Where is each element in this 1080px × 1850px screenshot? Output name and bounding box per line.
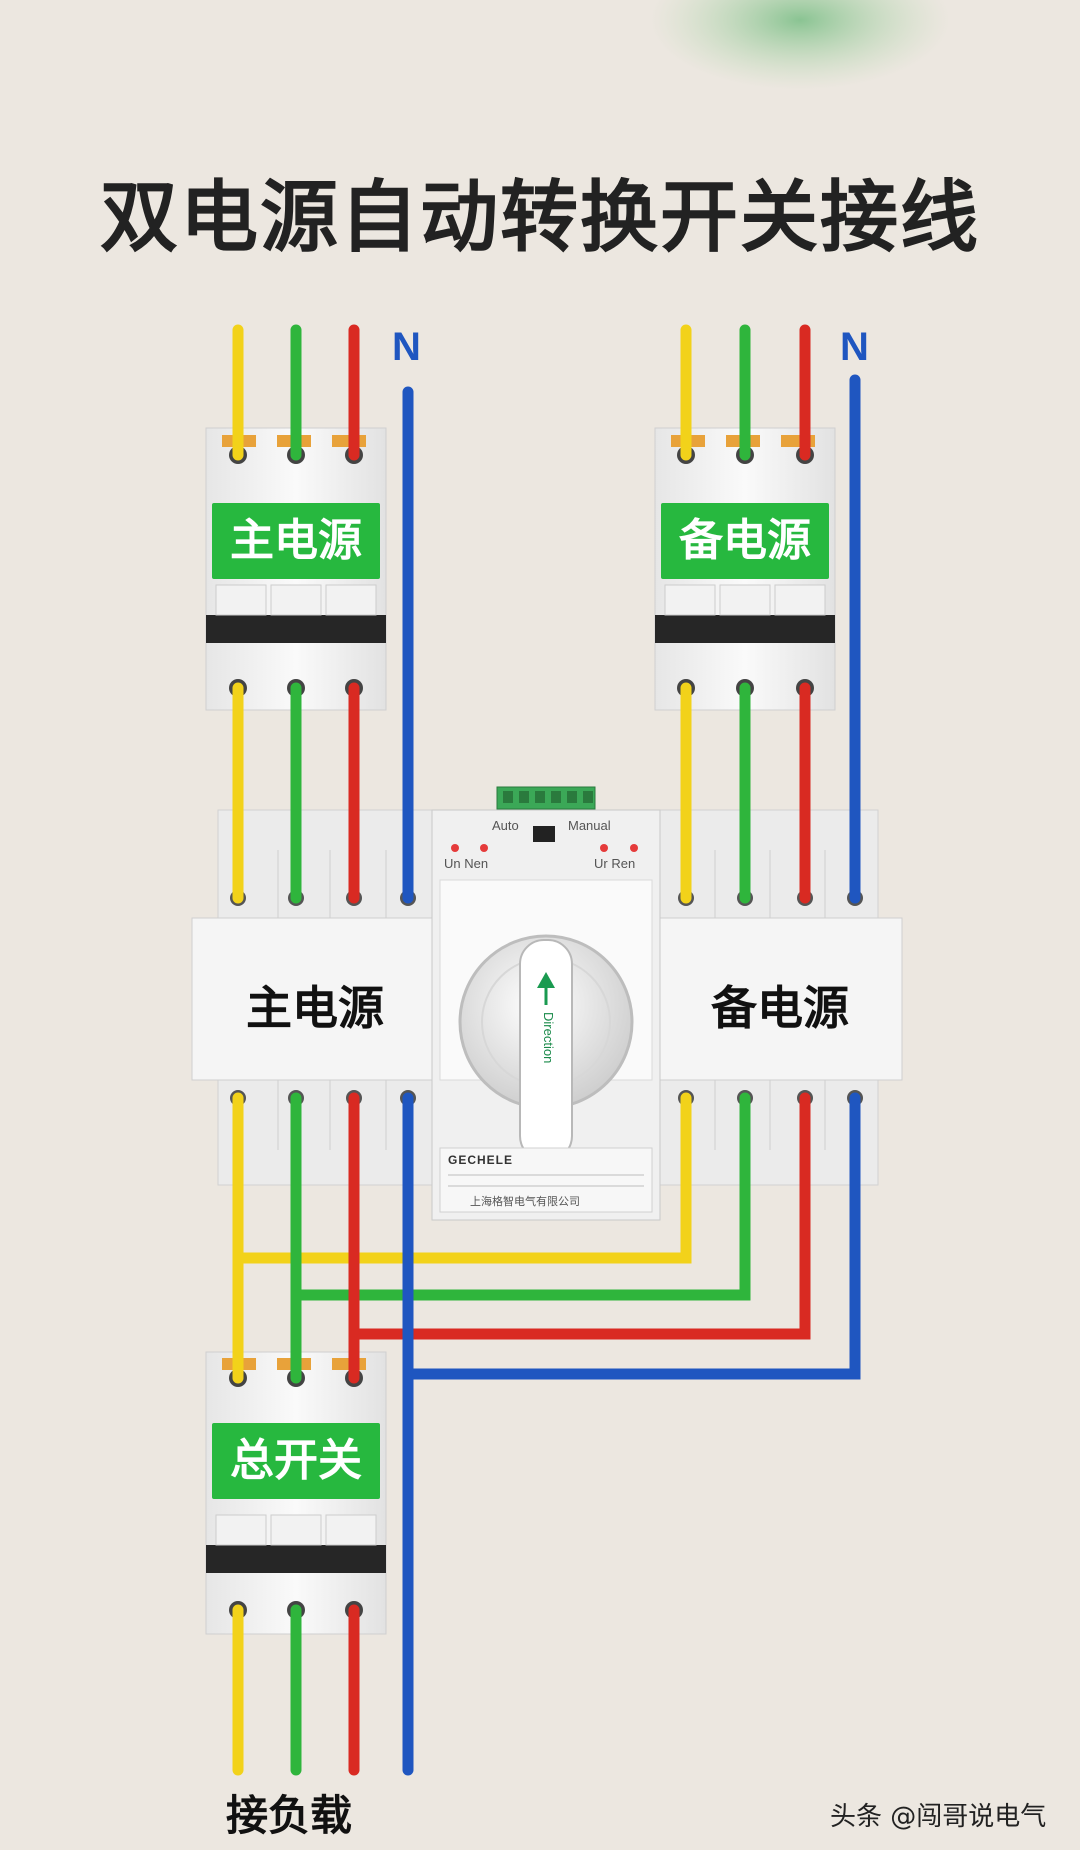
ats-indicator-right: Ur Ren [594, 856, 636, 871]
background-leaf [650, 0, 950, 90]
page-title: 双电源自动转换开关接线 [99, 173, 980, 263]
wire-bridge-c [348, 1092, 811, 1340]
ats-manufacturer: 上海格智电气有限公司 [470, 1196, 580, 1208]
neutral-label-backup: N [840, 325, 869, 369]
ats-backup-label: 备电源 [711, 981, 849, 1035]
backup-breaker-label: 备电源 [661, 503, 829, 579]
wire-bridge-n [402, 1092, 861, 1380]
ats-handle-text: Direction [541, 1012, 556, 1064]
wire-bridge-b [290, 1092, 751, 1301]
load-label: 接负载 [226, 1791, 353, 1840]
ats-main-label: 主电源 [246, 981, 384, 1035]
wires [232, 324, 861, 1776]
main-breaker-label: 主电源 [212, 503, 380, 579]
neutral-label-main: N [392, 325, 421, 369]
wire-bridge-a [232, 1092, 692, 1264]
watermark: 头条 @闯哥说电气 [830, 1802, 1047, 1832]
total-breaker-label: 总开关 [212, 1423, 380, 1499]
ats-brand: GECHELE [448, 1153, 514, 1167]
ats-manual-label: Manual [568, 818, 611, 833]
ats-indicator-left: Un Nen [444, 856, 489, 871]
ats-auto-label: Auto [492, 818, 519, 833]
